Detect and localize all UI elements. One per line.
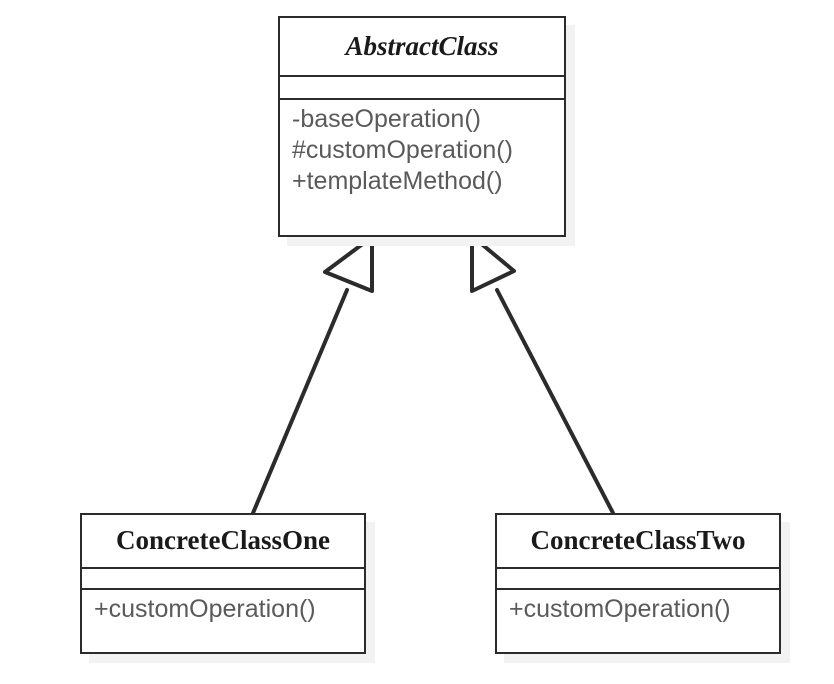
hollow-triangle-arrowhead-one (323, 235, 374, 293)
operation-row: -baseOperation() (292, 105, 481, 133)
class-name-concreteclassone: ConcreteClassOne (116, 525, 330, 556)
hollow-triangle-arrowhead-two (470, 234, 516, 293)
class-name-compartment-abstractclass: AbstractClass (280, 18, 564, 77)
uml-class-concreteclasstwo[interactable]: ConcreteClassTwo +customOperation() (495, 513, 781, 654)
operation-row: #customOperation() (292, 136, 513, 164)
operation-row: +customOperation() (94, 595, 316, 623)
attributes-compartment-abstractclass (280, 77, 564, 100)
operations-compartment-concreteclassone: +customOperation() (82, 590, 364, 631)
generalization-concrete-one[interactable] (251, 235, 374, 515)
generalization-line-concrete-one (251, 288, 349, 515)
class-name-compartment-concreteclassone: ConcreteClassOne (82, 515, 364, 569)
uml-class-concreteclassone[interactable]: ConcreteClassOne +customOperation() (80, 513, 366, 654)
operations-compartment-concreteclasstwo: +customOperation() (497, 590, 779, 631)
generalization-line-concrete-two (495, 288, 615, 515)
attributes-compartment-concreteclassone (82, 569, 364, 590)
uml-class-abstractclass[interactable]: AbstractClass -baseOperation() #customOp… (278, 16, 566, 237)
operations-compartment-abstractclass: -baseOperation() #customOperation() +tem… (280, 100, 564, 203)
attributes-compartment-concreteclasstwo (497, 569, 779, 590)
generalization-concrete-two[interactable] (470, 234, 615, 515)
class-name-compartment-concreteclasstwo: ConcreteClassTwo (497, 515, 779, 569)
class-name-concreteclasstwo: ConcreteClassTwo (530, 525, 746, 556)
operation-row: +customOperation() (509, 595, 731, 623)
class-name-abstractclass: AbstractClass (345, 30, 499, 61)
operation-row: +templateMethod() (292, 167, 503, 195)
